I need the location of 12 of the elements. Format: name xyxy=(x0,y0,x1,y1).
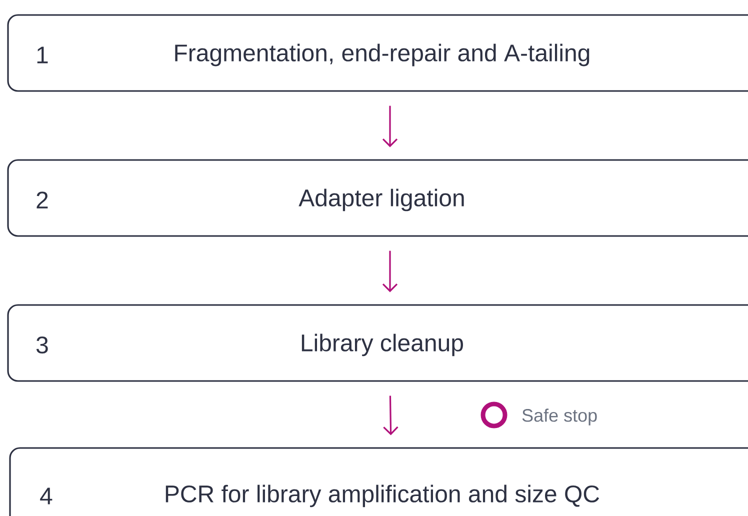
step-title: Adapter ligation xyxy=(298,188,464,212)
step-number: 1 xyxy=(37,46,48,64)
arrow xyxy=(383,396,398,436)
arrow xyxy=(382,250,398,292)
step-number: 2 xyxy=(36,192,48,208)
step-title: Library cleanup xyxy=(302,334,463,356)
step-title: PCR for library amplification and size QC xyxy=(166,484,600,508)
safe-stop-label: Safe stop xyxy=(522,408,597,426)
step-number: 3 xyxy=(36,336,48,354)
arrow xyxy=(382,106,398,148)
step-title: Fragmentation, end-repair and A-tailing xyxy=(175,44,590,66)
step-number: 4 xyxy=(40,488,52,504)
